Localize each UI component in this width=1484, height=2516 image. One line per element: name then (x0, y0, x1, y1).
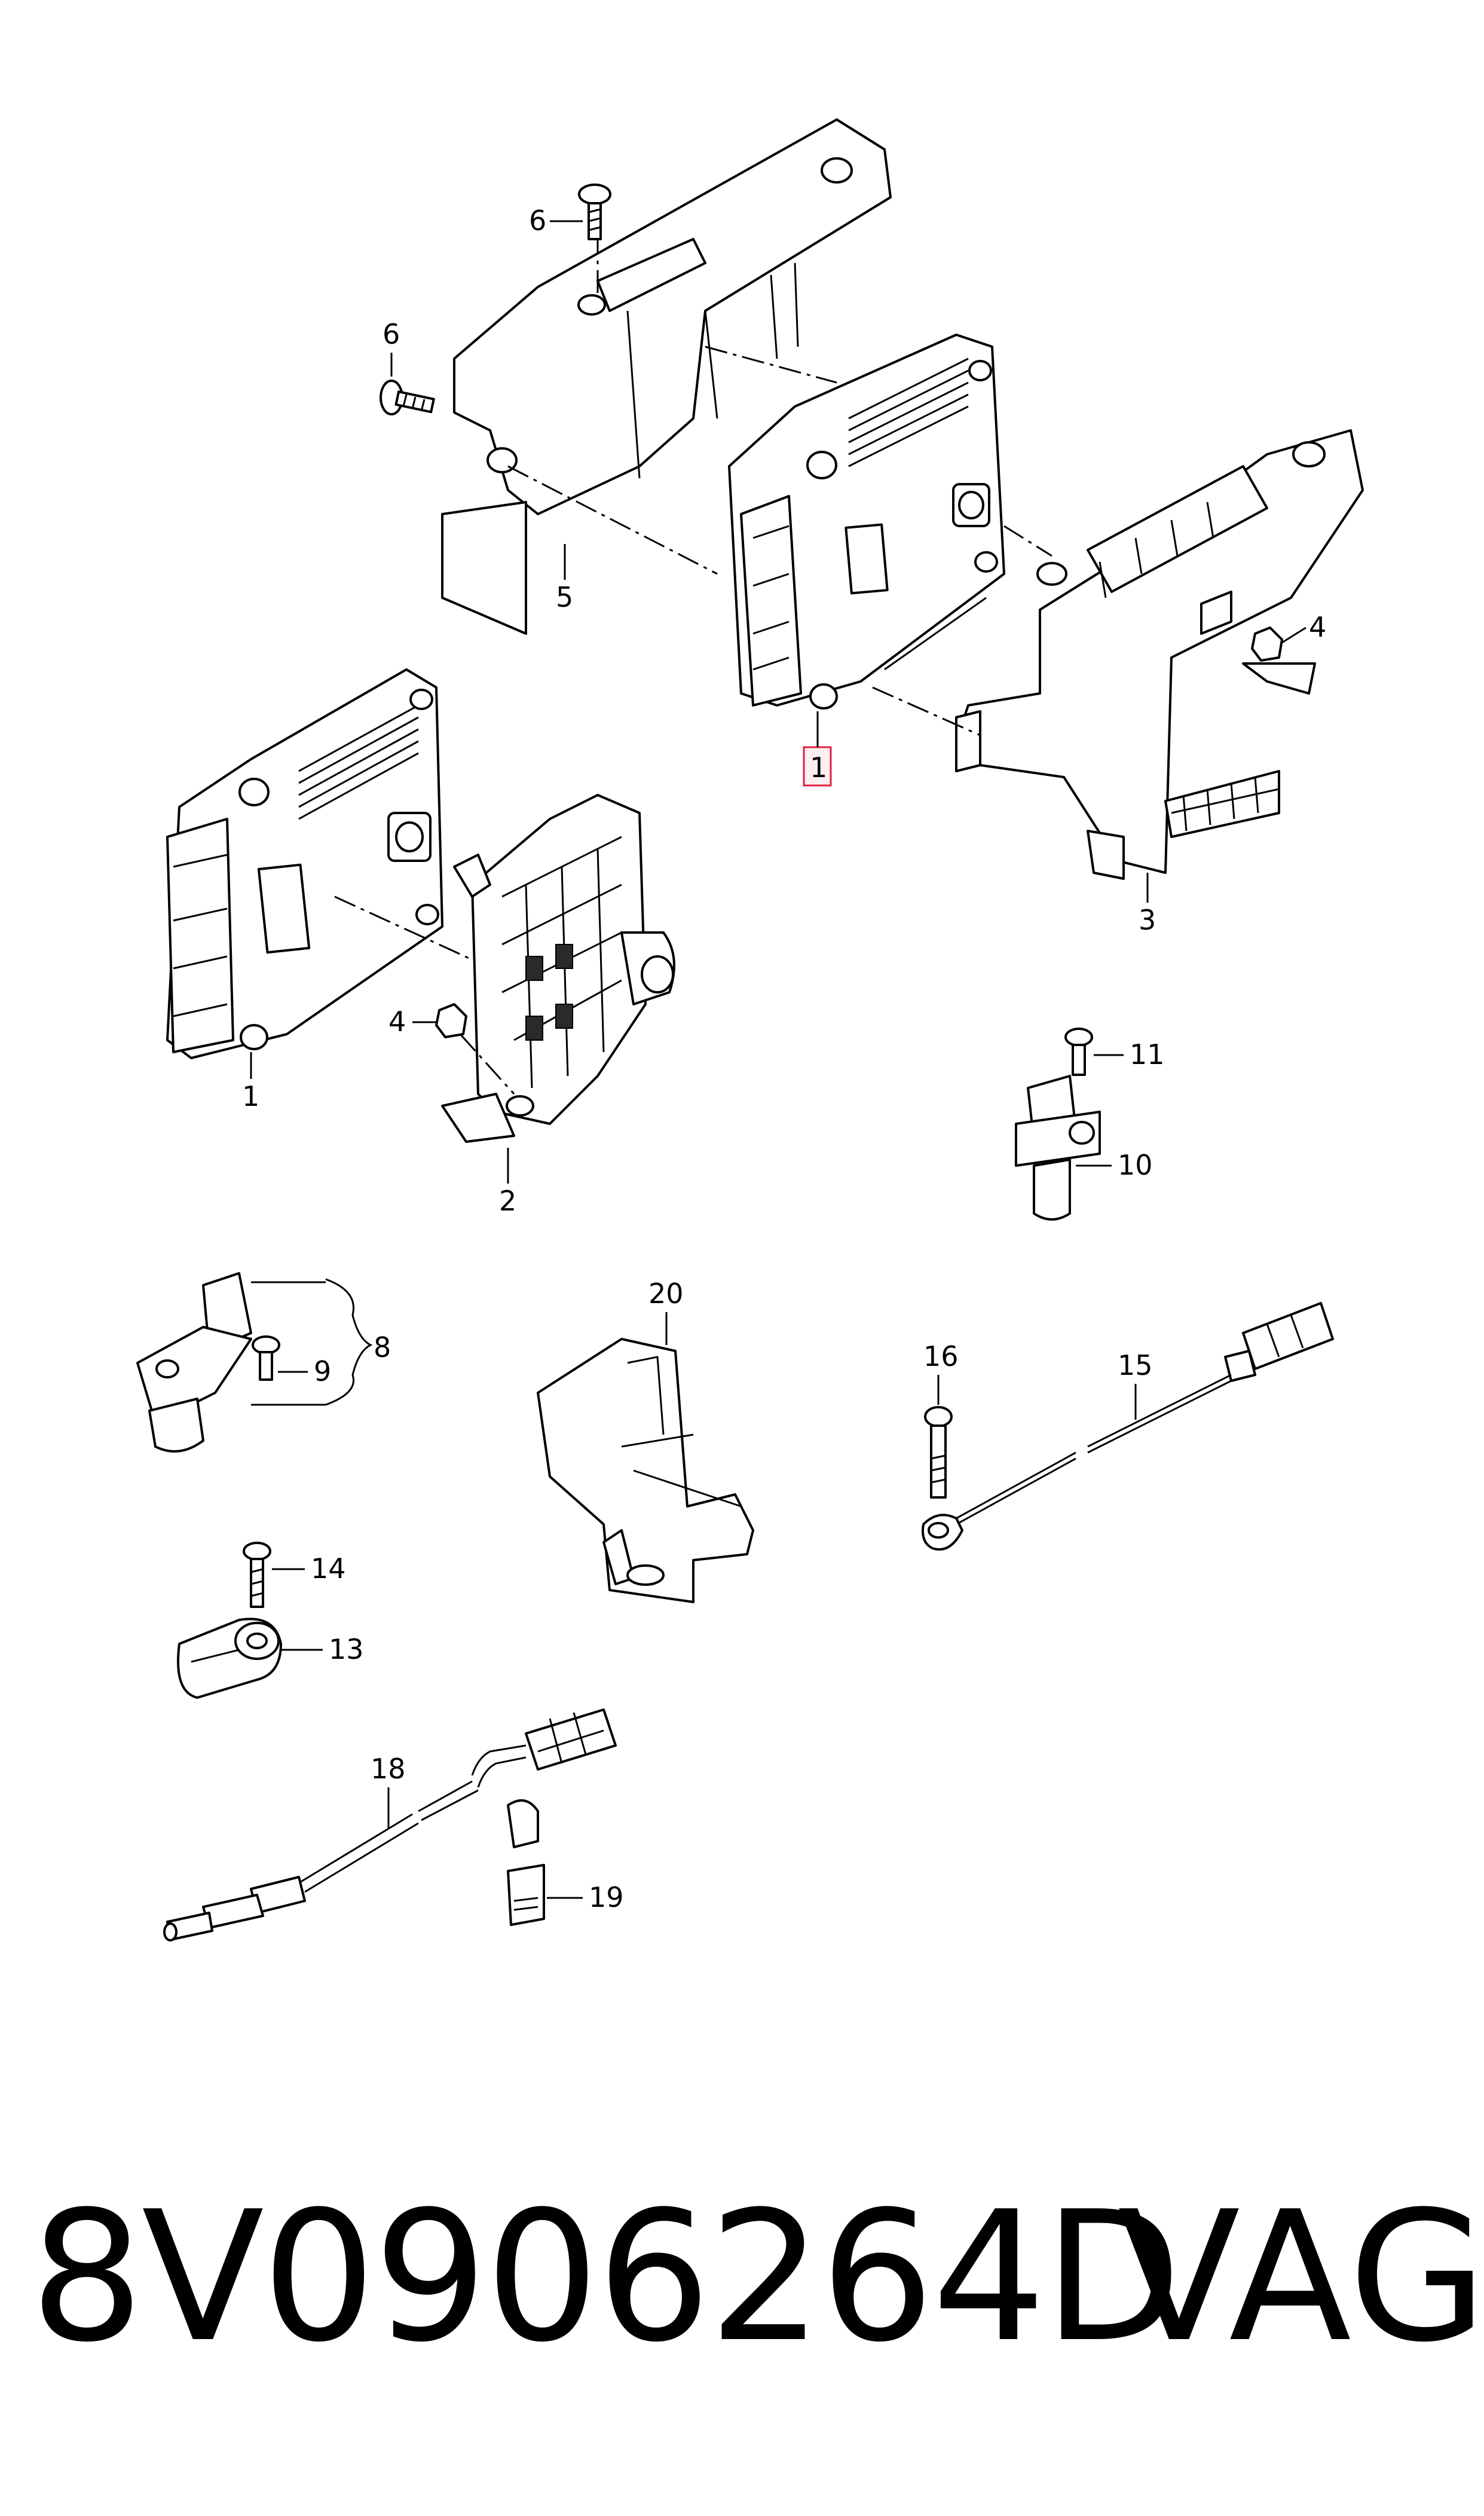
svg-text:5: 5 (556, 581, 573, 613)
svg-text:6: 6 (383, 318, 400, 350)
screw-top (578, 184, 611, 240)
knock-sensor-screw-14 (243, 1542, 271, 1608)
ecu-unit (166, 668, 443, 1059)
svg-text:6: 6 (529, 204, 546, 237)
svg-text:10: 10 (1118, 1149, 1153, 1181)
knock-sensor (177, 1618, 282, 1699)
highlight-box (803, 746, 832, 787)
ecu-holder-bracket (441, 794, 675, 1143)
callout-3: 3 (1139, 873, 1156, 936)
svg-text:1: 1 (810, 751, 827, 784)
nut-right (1242, 626, 1316, 695)
svg-text:2: 2 (499, 1185, 516, 1217)
callout-13: 13 (281, 1633, 364, 1665)
callout-4-right: 4 (1281, 611, 1326, 644)
svg-text:11: 11 (1130, 1038, 1165, 1071)
speed-sensor (136, 1272, 252, 1453)
callout-8: 8 (251, 1281, 391, 1406)
brand-name: VAG (1118, 2173, 1484, 2382)
assembly-line (459, 1033, 515, 1095)
brace-bracket (325, 1278, 373, 1406)
callout-10: 10 (1076, 1149, 1153, 1181)
callout-4-left: 4 (388, 1005, 436, 1038)
svg-text:18: 18 (371, 1753, 406, 1785)
nut-left (435, 1003, 467, 1038)
assembly-line (334, 895, 479, 964)
svg-text:19: 19 (589, 1881, 624, 1913)
assembly-line (1003, 525, 1052, 557)
svg-text:1: 1 (242, 1080, 259, 1112)
svg-text:4: 4 (388, 1005, 406, 1038)
svg-text:8: 8 (374, 1331, 391, 1364)
knock-sensor-bolt-16 (924, 1406, 953, 1499)
screw-left (380, 380, 435, 415)
callout-9: 9 (278, 1355, 331, 1387)
wiring-bracket (537, 1338, 754, 1603)
svg-text:9: 9 (314, 1355, 331, 1387)
svg-text:20: 20 (648, 1277, 684, 1310)
callout-14: 14 (272, 1552, 346, 1585)
callout-5: 5 (556, 544, 573, 613)
callout-19: 19 (547, 1881, 624, 1913)
cable-clip (507, 1799, 545, 1926)
svg-text:3: 3 (1139, 904, 1156, 936)
callout-18: 18 (371, 1753, 406, 1829)
callout-11: 11 (1094, 1038, 1165, 1071)
assembly-line (507, 465, 718, 575)
sensor-screw-11 (1064, 1028, 1093, 1076)
lambda-probe (163, 1708, 617, 1942)
callout-1-bottom: 1 (242, 1052, 259, 1112)
assembly-line (872, 686, 981, 736)
svg-text:13: 13 (329, 1633, 364, 1665)
callout-2: 2 (499, 1148, 516, 1217)
svg-text:15: 15 (1118, 1349, 1153, 1381)
camshaft-sensor (1015, 1075, 1101, 1221)
callout-6-left: 6 (383, 318, 400, 377)
ecu-unit-installed (728, 334, 1005, 710)
knock-sensor-with-cable (922, 1302, 1334, 1551)
svg-text:16: 16 (923, 1340, 959, 1372)
mounting-bracket-side (955, 429, 1364, 880)
mounting-bracket-top (441, 118, 892, 635)
svg-text:14: 14 (311, 1552, 346, 1585)
callout-16: 16 (923, 1340, 959, 1405)
callout-1-top: 1 (803, 711, 832, 787)
assembly-line (705, 346, 837, 384)
svg-text:4: 4 (1309, 611, 1326, 643)
callout-6-top: 6 (529, 204, 583, 237)
callout-15: 15 (1118, 1349, 1153, 1420)
callout-20: 20 (648, 1277, 684, 1345)
sensor-screw-9 (252, 1335, 280, 1381)
part-number: 8V0906264D (30, 2173, 1182, 2382)
